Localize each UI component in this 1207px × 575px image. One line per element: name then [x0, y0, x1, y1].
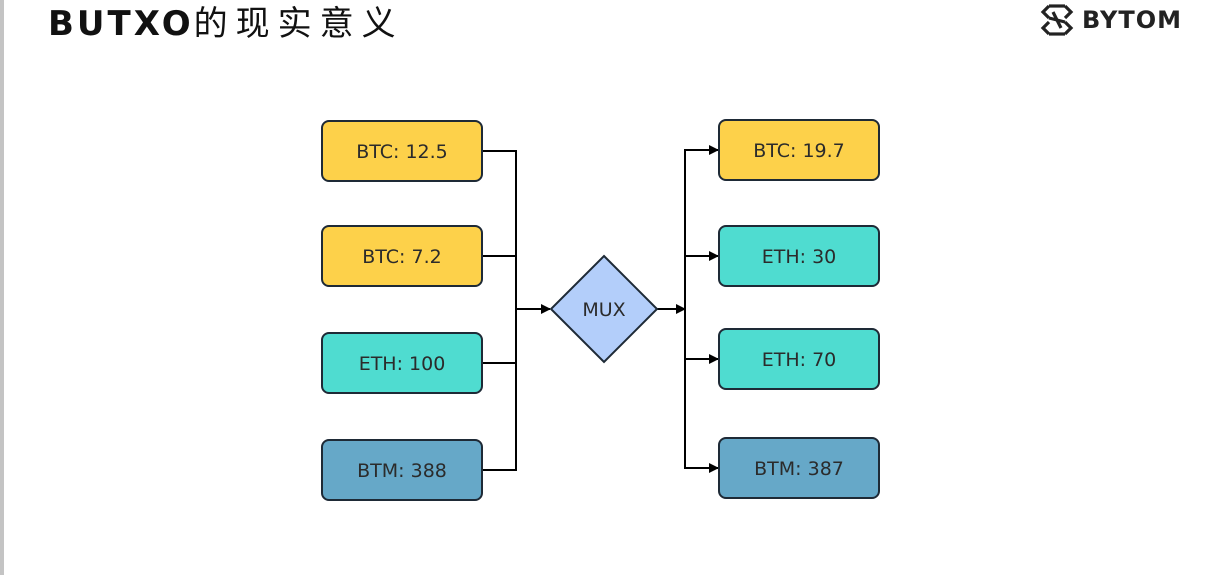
output-node-0: BTC: 19.7 — [718, 119, 880, 181]
output-node-1-box — [718, 225, 880, 287]
bytom-logo: BYTOM — [1040, 2, 1182, 38]
output-node-3-label: BTM: 387 — [754, 458, 844, 480]
output-node-1: ETH: 30 — [718, 225, 880, 287]
input-node-3-box — [321, 439, 483, 501]
input-node-0: BTC: 12.5 — [321, 120, 483, 182]
bytom-logo-icon — [1040, 4, 1074, 36]
input-node-3: BTM: 388 — [321, 439, 483, 501]
slide-left-edge — [0, 0, 4, 575]
mux-diamond — [549, 254, 659, 364]
input-node-2: ETH: 100 — [321, 332, 483, 394]
output-node-0-box — [718, 119, 880, 181]
output-node-2-box — [718, 328, 880, 390]
input-node-1-box — [321, 225, 483, 287]
output-node-2: ETH: 70 — [718, 328, 880, 390]
input-node-1: BTC: 7.2 — [321, 225, 483, 287]
input-node-2-box — [321, 332, 483, 394]
slide-title: BUTXO的现实意义 — [48, 2, 404, 46]
input-node-0-label: BTC: 12.5 — [356, 141, 448, 163]
output-node-0-label: BTC: 19.7 — [753, 140, 845, 162]
input-node-2-label: ETH: 100 — [359, 353, 446, 375]
input-node-3-label: BTM: 388 — [357, 460, 447, 482]
output-node-1-label: ETH: 30 — [762, 246, 837, 268]
logo-text: BYTOM — [1082, 6, 1183, 34]
title-cjk: 的现实意义 — [193, 4, 404, 44]
title-latin: BUTXO — [48, 4, 194, 44]
output-node-3: BTM: 387 — [718, 437, 880, 499]
mux-label: MUX — [582, 299, 625, 321]
connectors — [482, 145, 719, 473]
input-node-1-label: BTC: 7.2 — [362, 246, 441, 268]
output-node-2-label: ETH: 70 — [762, 349, 837, 371]
output-node-3-box — [718, 437, 880, 499]
input-node-0-box — [321, 120, 483, 182]
mux-node: MUX — [549, 254, 659, 364]
